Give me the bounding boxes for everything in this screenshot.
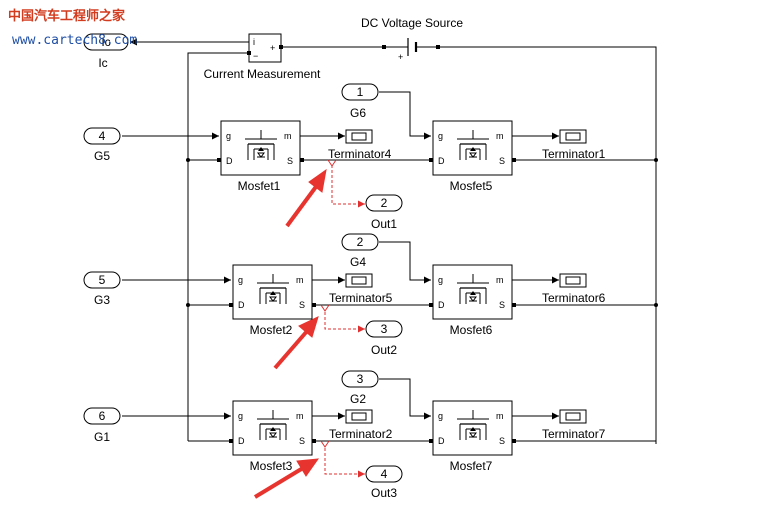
- svg-text:S: S: [499, 156, 505, 166]
- mosfet6-label: Mosfet6: [450, 323, 493, 337]
- svg-text:D: D: [438, 436, 445, 446]
- current-measurement-label: Current Measurement: [204, 67, 321, 81]
- inport-g2[interactable]: 3: [341, 370, 379, 388]
- annotation-arrow-3: [296, 458, 320, 477]
- watermark-title: 中国汽车工程师之家: [8, 8, 126, 24]
- svg-text:4: 4: [99, 129, 106, 143]
- svg-text:m: m: [496, 411, 504, 421]
- mosfet1-label: Mosfet1: [238, 179, 281, 193]
- inport-g5-label: G5: [94, 149, 110, 163]
- svg-text:2: 2: [381, 196, 388, 210]
- svg-text:S: S: [299, 300, 305, 310]
- terminator4-block[interactable]: [345, 129, 373, 144]
- current-measurement-block[interactable]: i − +: [247, 33, 283, 63]
- mosfet7-label: Mosfet7: [450, 459, 493, 473]
- svg-text:4: 4: [381, 467, 388, 481]
- dc-voltage-source-block[interactable]: +: [382, 38, 440, 62]
- svg-text:D: D: [438, 156, 445, 166]
- inport-g4[interactable]: 2: [341, 233, 379, 251]
- terminator7-label: Terminator7: [542, 427, 606, 441]
- outport-out3[interactable]: 4: [365, 465, 403, 483]
- svg-text:−: −: [253, 51, 258, 61]
- svg-text:D: D: [238, 436, 245, 446]
- svg-text:Ic: Ic: [101, 35, 110, 49]
- terminator2-label: Terminator2: [329, 427, 393, 441]
- outport-out1[interactable]: 2: [365, 194, 403, 212]
- svg-text:D: D: [226, 156, 233, 166]
- mosfet2-label: Mosfet2: [250, 323, 293, 337]
- terminator6-block[interactable]: [559, 273, 587, 288]
- wires: [122, 38, 657, 444]
- terminator1-label: Terminator1: [542, 147, 606, 161]
- svg-text:6: 6: [99, 409, 106, 423]
- annotation-arrow-2: [298, 316, 319, 338]
- svg-text:m: m: [296, 411, 304, 421]
- inport-g6[interactable]: 1: [341, 83, 379, 101]
- terminator-blocks: [345, 129, 587, 424]
- terminator7-block[interactable]: [559, 409, 587, 424]
- outport-out3-label: Out3: [371, 486, 397, 500]
- svg-text:g: g: [438, 411, 443, 421]
- svg-text:S: S: [499, 300, 505, 310]
- right-bus: [438, 46, 657, 444]
- outport-ic-label: Ic: [98, 56, 107, 70]
- svg-text:5: 5: [99, 273, 106, 287]
- svg-text:D: D: [238, 300, 245, 310]
- mosfet1-block[interactable]: g D m S: [217, 120, 304, 176]
- inport-g2-label: G2: [350, 392, 366, 406]
- outport-out1-label: Out1: [371, 217, 397, 231]
- watermark-url: www.cartech8.com: [12, 33, 137, 48]
- terminator6-label: Terminator6: [542, 291, 606, 305]
- inport-g4-label: G4: [350, 255, 366, 269]
- inport-g3[interactable]: 5: [83, 271, 121, 289]
- junctions: [186, 158, 658, 307]
- outport-ic[interactable]: Ic: [83, 33, 129, 51]
- annotation-arrow-1: [308, 168, 327, 193]
- mosfet6-block[interactable]: g D m S: [429, 264, 516, 320]
- outport-out2-label: Out2: [371, 343, 397, 357]
- svg-text:S: S: [499, 436, 505, 446]
- svg-text:S: S: [287, 156, 293, 166]
- inport-g3-label: G3: [94, 293, 110, 307]
- svg-text:m: m: [296, 275, 304, 285]
- svg-text:3: 3: [357, 372, 364, 386]
- terminator5-block[interactable]: [345, 273, 373, 288]
- svg-text:g: g: [238, 275, 243, 285]
- mosfet7-block[interactable]: g D m S: [429, 400, 516, 456]
- mosfet5-label: Mosfet5: [450, 179, 493, 193]
- svg-text:D: D: [438, 300, 445, 310]
- outport-out2[interactable]: 3: [365, 320, 403, 338]
- terminator4-label: Terminator4: [328, 147, 392, 161]
- dc-voltage-source-label: DC Voltage Source: [361, 16, 463, 30]
- svg-text:g: g: [438, 131, 443, 141]
- mosfet3-label: Mosfet3: [250, 459, 293, 473]
- inport-g1[interactable]: 6: [83, 407, 121, 425]
- terminator5-label: Terminator5: [329, 291, 393, 305]
- inport-g6-label: G6: [350, 106, 366, 120]
- svg-text:g: g: [226, 131, 231, 141]
- annotation-arrows: [253, 168, 327, 499]
- svg-text:+: +: [270, 43, 275, 53]
- measurement-lines: [324, 165, 365, 478]
- svg-text:1: 1: [357, 85, 364, 99]
- svg-text:g: g: [238, 411, 243, 421]
- svg-text:S: S: [299, 436, 305, 446]
- inport-g1-label: G1: [94, 430, 110, 444]
- terminator1-block[interactable]: [559, 129, 587, 144]
- svg-text:g: g: [438, 275, 443, 285]
- mosfet3-block[interactable]: g D m S: [229, 400, 316, 456]
- svg-text:i: i: [253, 37, 255, 47]
- svg-text:m: m: [496, 275, 504, 285]
- svg-text:+: +: [398, 52, 403, 62]
- terminator2-block[interactable]: [345, 409, 373, 424]
- svg-text:2: 2: [357, 235, 364, 249]
- mosfet2-block[interactable]: g D m S: [229, 264, 316, 320]
- left-bus: [187, 52, 249, 441]
- mosfet5-block[interactable]: g D m S: [429, 120, 516, 176]
- inport-g5[interactable]: 4: [83, 127, 121, 145]
- svg-text:m: m: [284, 131, 292, 141]
- svg-text:3: 3: [381, 322, 388, 336]
- svg-text:m: m: [496, 131, 504, 141]
